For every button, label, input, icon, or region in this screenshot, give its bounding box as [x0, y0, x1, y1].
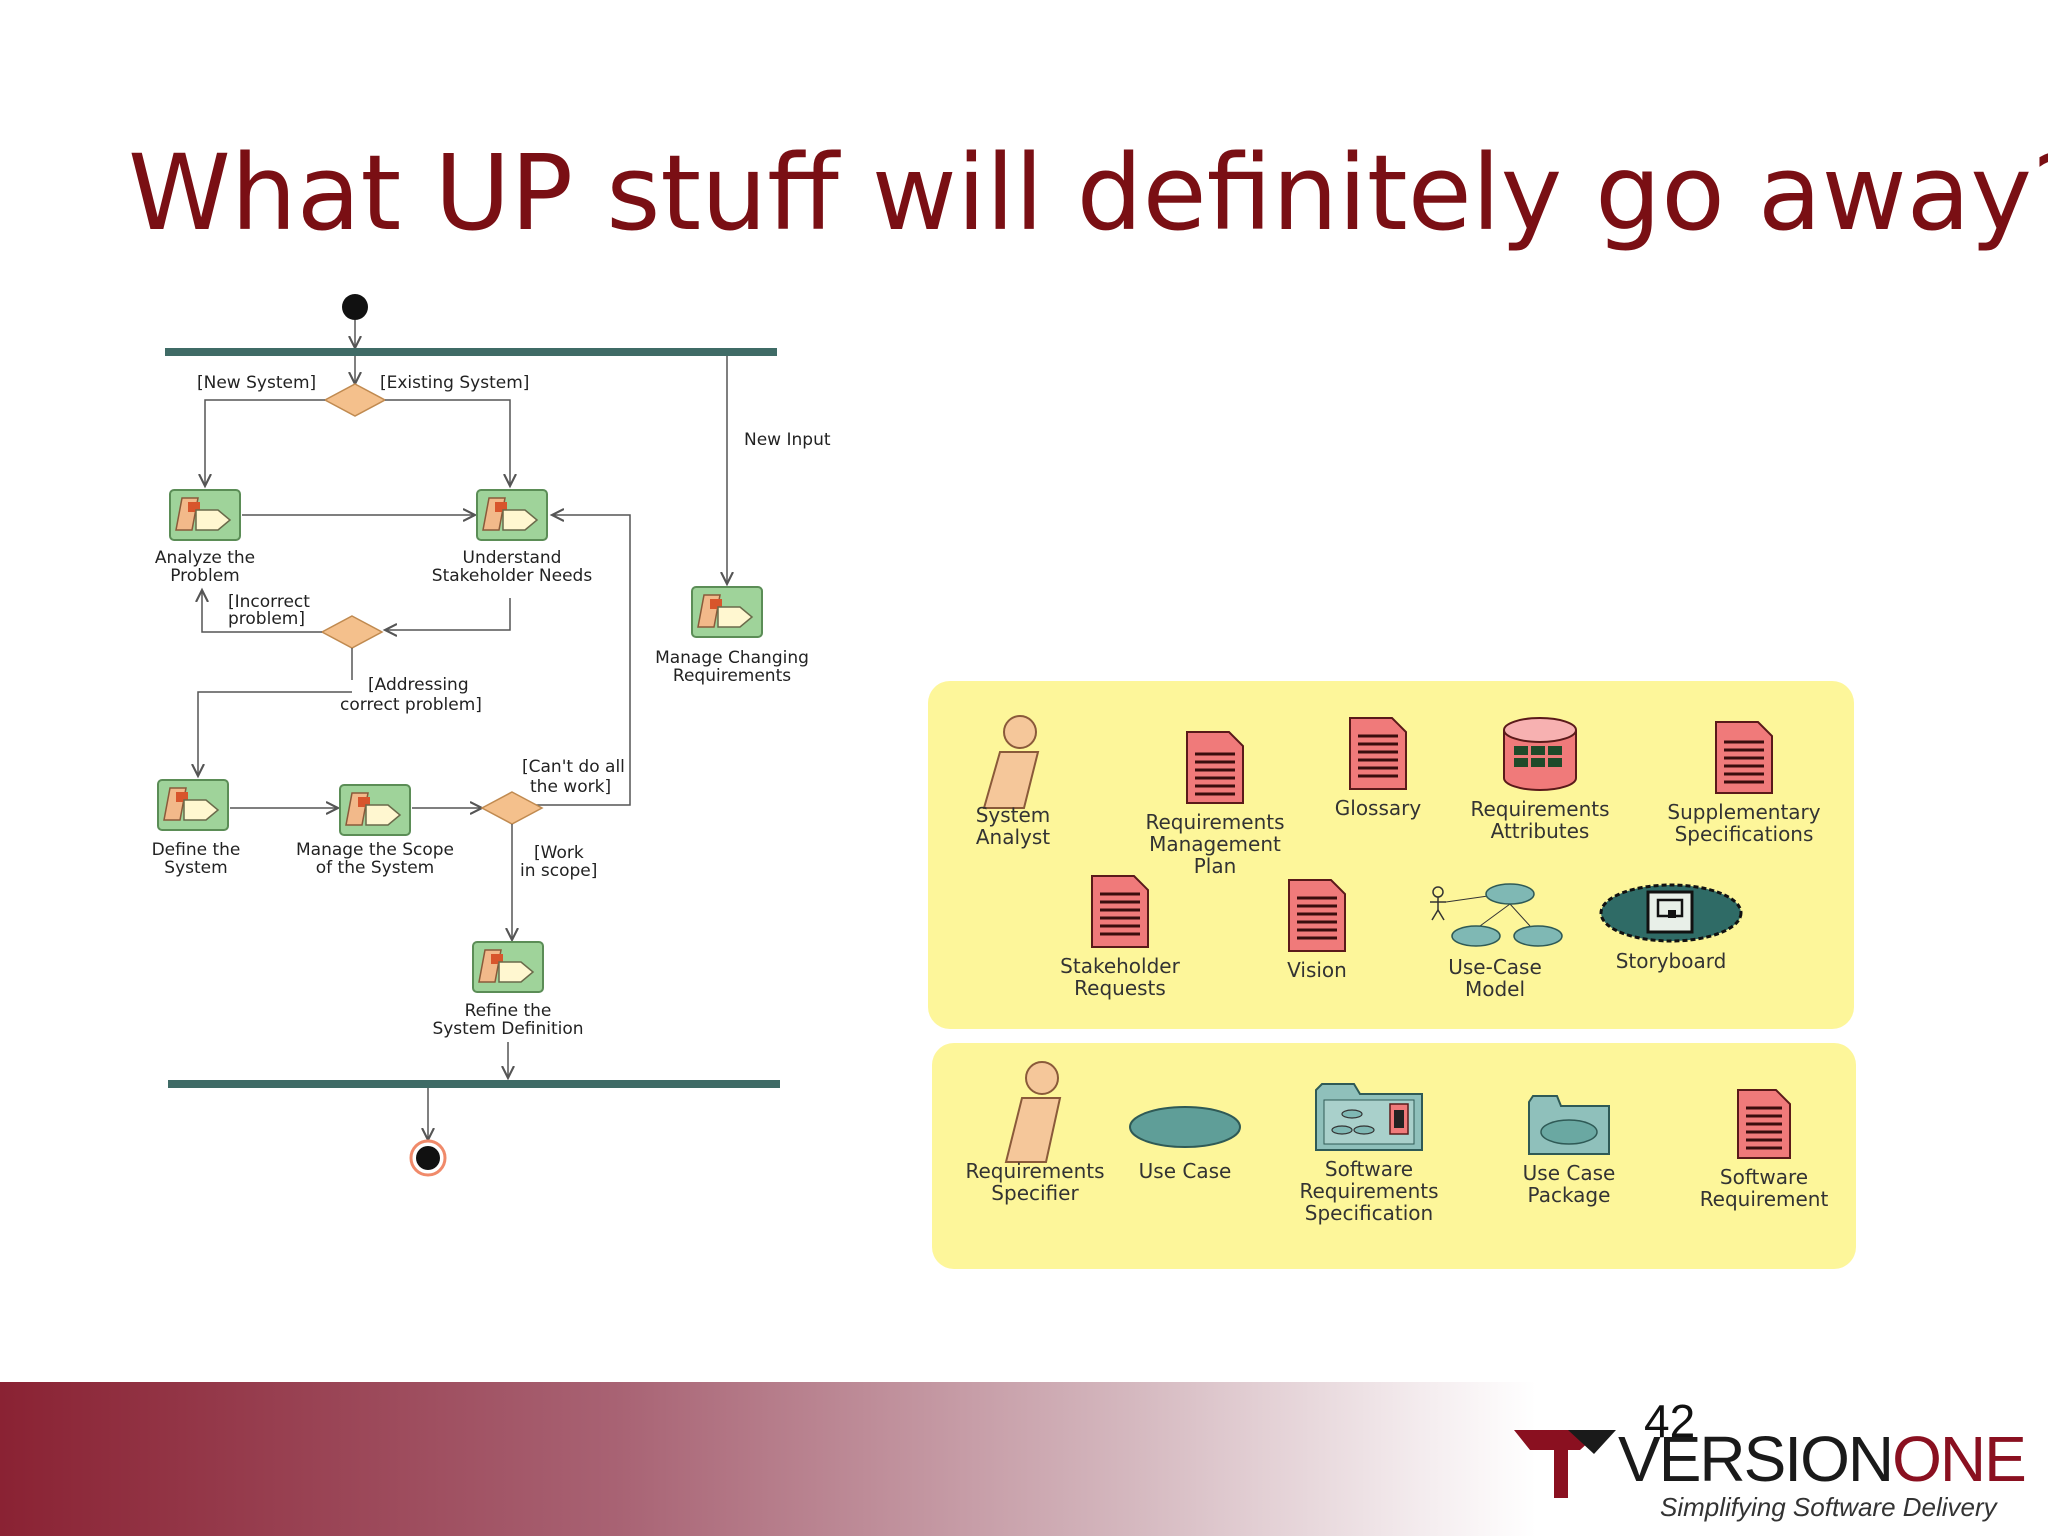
page-number: 42	[1644, 1395, 1696, 1447]
versionone-logo: VERSIONONE Simplifying Software Delivery	[1510, 1420, 2027, 1522]
decision-new-existing	[323, 383, 387, 417]
artifact-vision: Vision	[1262, 878, 1372, 981]
logo-mark-icon	[1514, 1430, 1616, 1498]
join-bar	[168, 1080, 780, 1088]
artifact-stakeholder-requests: Stakeholder Requests	[1040, 874, 1200, 999]
worker-icon	[1004, 1061, 1062, 1163]
document-icon	[1715, 721, 1773, 794]
slide-title: What UP stuff will definitely go away?	[128, 132, 2048, 254]
start-node	[342, 294, 368, 320]
fork-bar	[165, 348, 777, 356]
ellipse-icon	[1129, 1106, 1241, 1148]
guard-new-input: New Input	[744, 430, 831, 450]
storyboard-icon	[1599, 883, 1743, 943]
artifact-glossary: Glossary	[1318, 716, 1438, 819]
artifact-supplementary-specifications: Supplementary Specifications	[1654, 720, 1834, 845]
artifact-use-case: Use Case	[1120, 1104, 1250, 1182]
artifact-software-requirements-specification: Software Requirements Specification	[1284, 1080, 1454, 1224]
end-node	[409, 1139, 447, 1177]
logo-tagline: Simplifying Software Delivery	[1660, 1492, 1997, 1522]
artifact-use-case-model: Use-Case Model	[1420, 880, 1570, 1000]
document-icon	[1288, 879, 1346, 952]
guard-new-system: [New System]	[197, 373, 316, 393]
decision-problem	[320, 615, 384, 649]
artifacts-panel-specifier	[932, 1043, 1856, 1269]
artifact-system-analyst: System Analyst	[958, 712, 1068, 848]
artifact-storyboard: Storyboard	[1596, 882, 1746, 972]
artifact-use-case-package: Use Case Package	[1504, 1094, 1634, 1206]
worker-icon	[982, 715, 1040, 809]
document-icon	[1091, 875, 1149, 948]
database-icon	[1503, 717, 1577, 791]
package-icon	[1528, 1095, 1610, 1155]
guard-existing-system: [Existing System]	[380, 373, 529, 393]
folder-icon	[1315, 1083, 1423, 1151]
document-icon	[1349, 717, 1407, 790]
document-icon	[1737, 1089, 1791, 1159]
use-case-model-icon	[1430, 883, 1563, 947]
artifact-software-requirement: Software Requirement	[1684, 1088, 1844, 1210]
logo-wordmark: VERSIONONE	[1618, 1423, 2027, 1495]
artifact-requirements-management-plan: Requirements Management Plan	[1130, 730, 1300, 877]
footer-gradient-band	[0, 1382, 2048, 1536]
document-icon	[1186, 731, 1244, 804]
artifact-requirements-specifier: Requirements Specifier	[955, 1058, 1115, 1204]
artifact-requirements-attributes: Requirements Attributes	[1460, 716, 1620, 842]
